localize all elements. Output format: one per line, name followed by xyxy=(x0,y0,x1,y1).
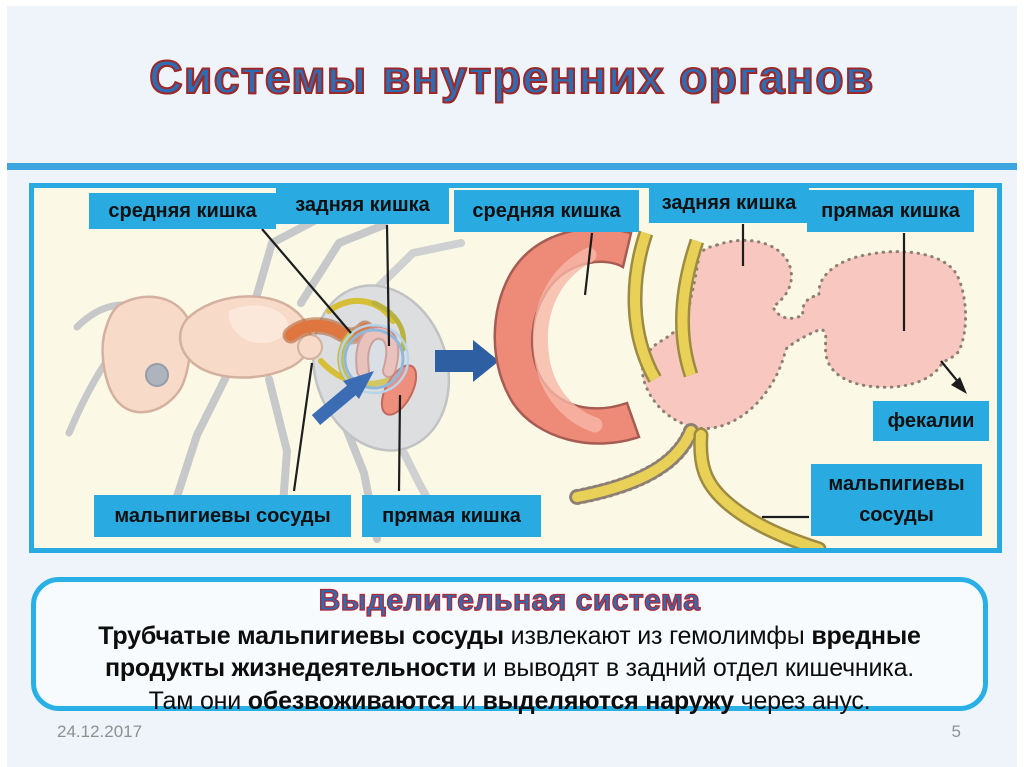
info-text: Там они xyxy=(148,686,248,715)
info-box-title: Выделительная система xyxy=(318,583,701,617)
label-gut-malpighian-line2: сосуды xyxy=(859,504,934,526)
label-ant-midgut: средняя кишка xyxy=(89,193,276,229)
info-text-bold: вредные xyxy=(811,622,921,650)
info-text: через анус. xyxy=(733,686,871,715)
info-box-text: Трубчатые мальпигиевы сосуды извлекают и… xyxy=(36,620,983,717)
ant-illustration xyxy=(65,217,465,543)
info-text: и выводят в задний отдел кишечника. xyxy=(476,654,915,683)
gut-malpighian-tubules xyxy=(569,230,827,548)
header-divider xyxy=(7,163,1017,170)
label-ant-hindgut: задняя кишка xyxy=(276,186,449,224)
gut-midgut-shape xyxy=(493,227,641,445)
info-text-bold: продукты жизнедеятельности xyxy=(104,654,477,683)
label-gut-midgut: средняя кишка xyxy=(454,190,639,232)
label-gut-malpighian-line1: мальпигиевы xyxy=(828,473,965,495)
transition-arrow-icon xyxy=(435,340,499,382)
page-title: Системы внутренних органов xyxy=(148,50,875,104)
zoom-arrow-icon xyxy=(311,371,374,425)
ant-eye xyxy=(145,363,169,387)
info-text: и xyxy=(455,686,483,715)
gut-hindgut-shape xyxy=(641,238,968,430)
label-gut-rectum: прямая кишка xyxy=(807,190,974,232)
slide-background: Системы внутренних органов xyxy=(7,6,1017,767)
slide-page-number: 5 xyxy=(951,722,961,741)
label-gut-hindgut: задняя кишка xyxy=(649,183,809,223)
ant-thorax-highlight xyxy=(228,305,288,343)
info-text: извлекают из гемолимфы xyxy=(503,622,812,650)
magnifier-circle-icon xyxy=(338,323,410,395)
ant-leg xyxy=(297,221,388,307)
info-text-bold: Трубчатые мальпигиевы сосуды xyxy=(98,622,504,650)
feces-arrow-icon xyxy=(940,360,967,394)
label-connectors xyxy=(261,224,906,519)
ant-waist xyxy=(297,334,323,360)
label-ant-malpighian: мальпигиевы сосуды xyxy=(94,495,351,537)
slide-header: Системы внутренних органов xyxy=(7,6,1017,163)
label-ant-rectum: прямая кишка xyxy=(362,495,541,537)
label-feces: фекалии xyxy=(873,401,989,441)
slide-date: 24.12.2017 xyxy=(57,722,143,741)
ant-hindgut-loop xyxy=(357,327,398,376)
info-box: Выделительная система Трубчатые мальпиги… xyxy=(31,577,988,715)
info-text-bold: обезвоживаются xyxy=(247,686,456,715)
ant-head xyxy=(101,295,192,414)
anatomy-illustration xyxy=(65,217,968,548)
info-text-bold: выделяются наружу xyxy=(482,686,734,715)
ant-leg xyxy=(360,239,465,305)
diagram-panel: средняя кишка задняя кишка средняя кишка… xyxy=(29,183,1002,553)
ant-leg xyxy=(167,367,233,519)
label-gut-malpighian: мальпигиевы сосуды xyxy=(811,464,982,536)
ant-leg xyxy=(250,217,318,309)
